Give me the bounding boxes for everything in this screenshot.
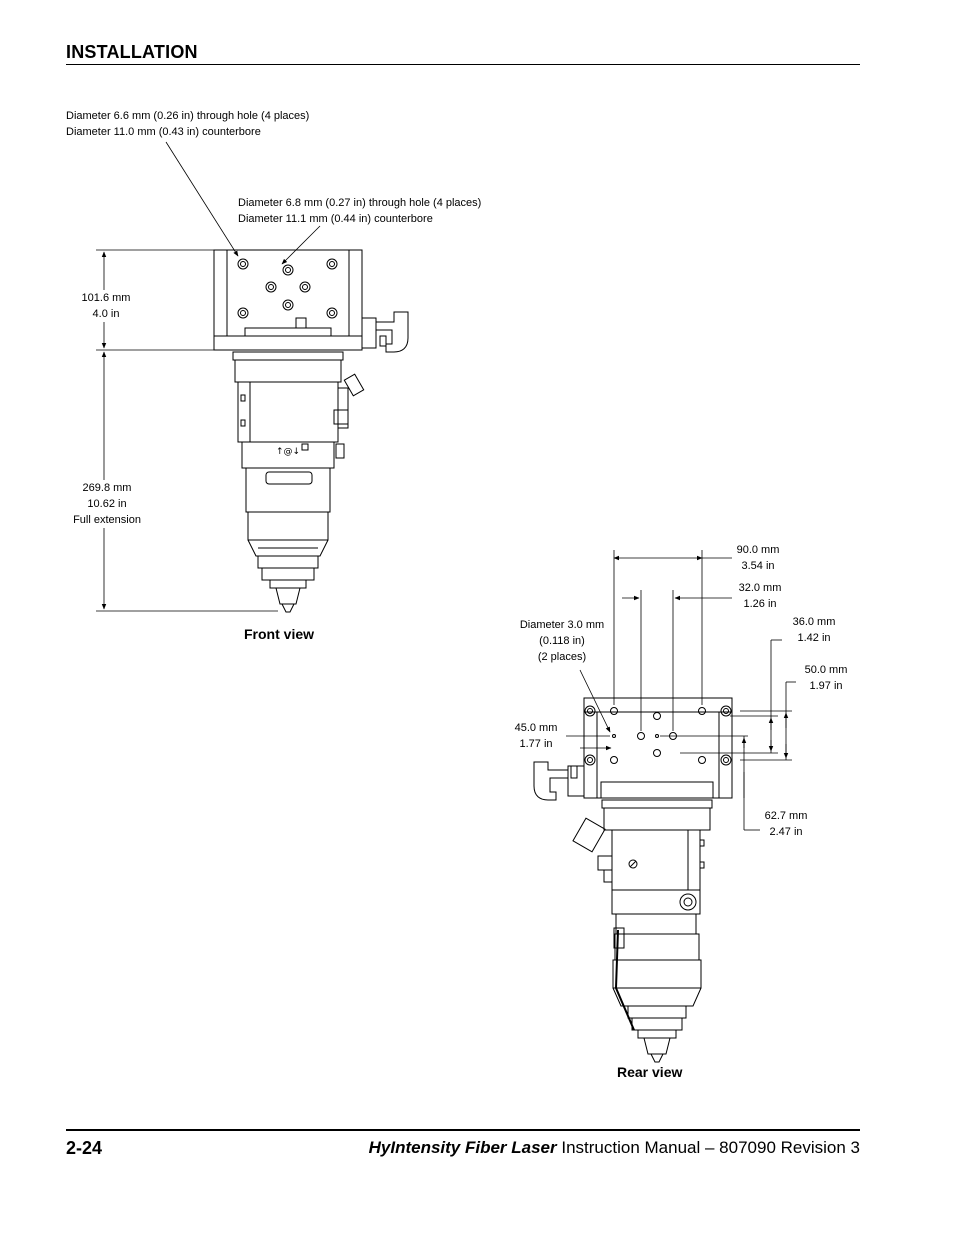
front-callout-through-hole: Diameter 6.6 mm (0.26 in) through hole (… <box>66 110 310 138</box>
manual-reference: Instruction Manual – 807090 Revision 3 <box>556 1138 860 1157</box>
rear-dimensions <box>566 550 796 831</box>
footer-rule <box>66 1129 860 1131</box>
front-dim-height: 101.6 mm 4.0 in <box>81 292 131 320</box>
front-callout-counterbore: Diameter 6.8 mm (0.27 in) through hole (… <box>238 197 482 225</box>
svg-text:↑@↓: ↑@↓ <box>276 447 300 457</box>
rear-dim-width-total: 90.0 mm 3.54 in <box>736 544 780 572</box>
rear-dim-inner: 32.0 mm 1.26 in <box>738 582 782 610</box>
rear-view-drawing <box>533 697 733 1063</box>
section-title: INSTALLATION <box>66 42 198 62</box>
front-dim-extension: 269.8 mm 10.62 in Full extension <box>73 482 141 526</box>
rear-dim-vertical-b: 50.0 mm 1.97 in <box>804 664 848 692</box>
rear-dim-left: 45.0 mm 1.77 in <box>514 722 558 750</box>
header-rule <box>66 64 860 65</box>
front-view-drawing: ↑@↓ <box>213 249 409 613</box>
product-name: HyIntensity Fiber Laser <box>368 1138 557 1157</box>
front-view-caption: Front view <box>244 626 315 642</box>
rear-dim-hole: Diameter 3.0 mm (0.118 in) (2 places) <box>519 619 605 663</box>
front-dimensions <box>96 141 321 612</box>
rear-dim-vertical-a: 36.0 mm 1.42 in <box>792 616 836 644</box>
footer-text: HyIntensity Fiber Laser Instruction Manu… <box>369 1138 860 1158</box>
front-plate-holes <box>237 258 338 319</box>
rear-view-caption: Rear view <box>617 1064 683 1080</box>
page-number: 2-24 <box>66 1138 103 1158</box>
rear-plate-holes <box>584 705 732 766</box>
rear-dim-depth: 62.7 mm 2.47 in <box>764 810 808 838</box>
